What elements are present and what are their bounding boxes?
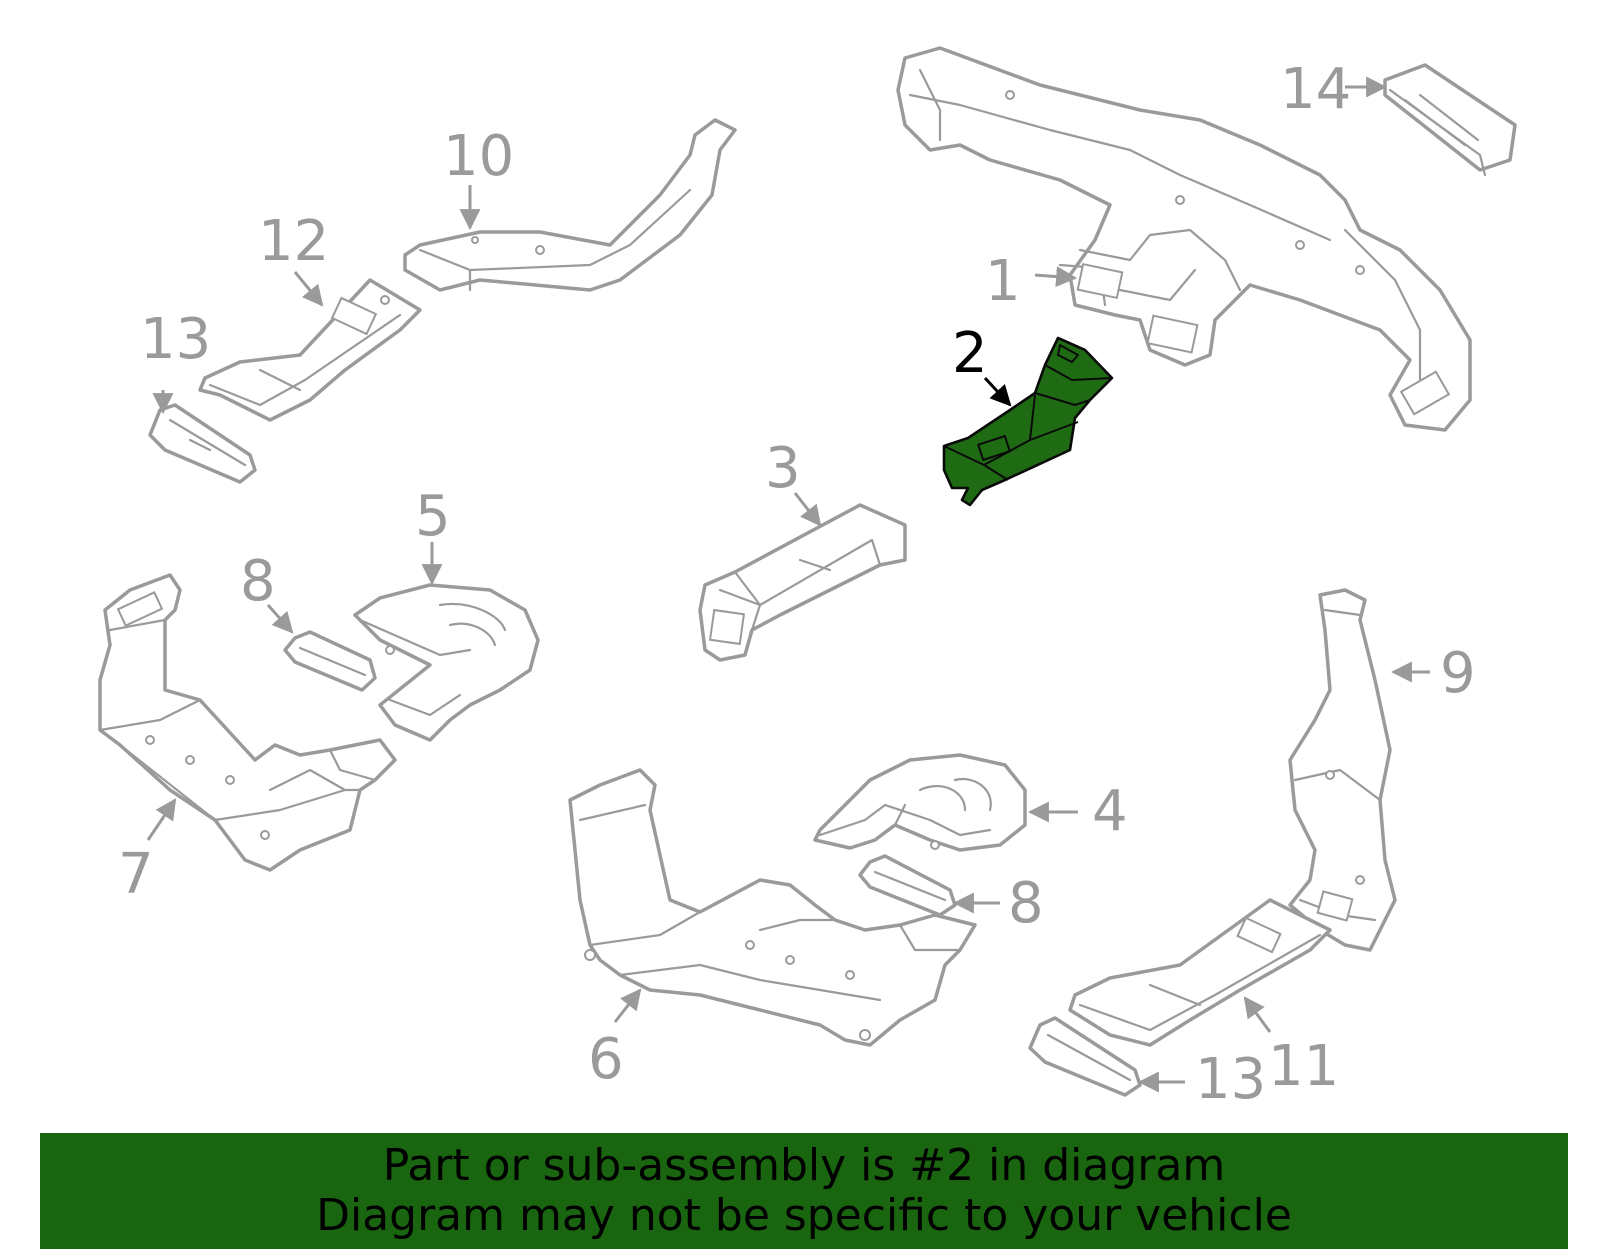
part-8-vent-left[interactable]: [283, 630, 377, 692]
banner-line-1: Part or sub-assembly is #2 in diagram: [382, 1140, 1226, 1191]
parts-diagram: 1 2 3 4 5 6 7 8 8 9 10 11 12 13 13 14: [98, 46, 1517, 1112]
arrow-3: [793, 492, 822, 527]
part-11-duct[interactable]: [1068, 898, 1332, 1047]
label-8-left: 8: [240, 549, 276, 614]
arrow-8a: [266, 604, 294, 634]
part-10-duct[interactable]: [403, 118, 737, 292]
label-6: 6: [588, 1027, 624, 1092]
label-7: 7: [118, 842, 154, 907]
part-4-duct[interactable]: [813, 753, 1027, 852]
label-4: 4: [1092, 779, 1128, 844]
label-2: 2: [952, 321, 988, 386]
part-13-vent-top[interactable]: [148, 403, 257, 484]
part-12-duct[interactable]: [198, 278, 422, 422]
part-7-duct[interactable]: [98, 573, 397, 872]
label-14: 14: [1280, 57, 1351, 122]
label-9: 9: [1440, 641, 1476, 706]
arrow-1: [1034, 266, 1078, 288]
label-1: 1: [985, 249, 1021, 314]
label-10: 10: [443, 124, 514, 189]
info-banner: Part or sub-assembly is #2 in diagram Di…: [40, 1133, 1568, 1249]
part-9-duct[interactable]: [1288, 588, 1397, 952]
label-13-top: 13: [140, 307, 211, 372]
arrow-6: [613, 988, 642, 1023]
label-8-right: 8: [1008, 871, 1044, 936]
banner-line-2: Diagram may not be specific to your vehi…: [316, 1190, 1292, 1241]
label-11: 11: [1268, 1034, 1339, 1099]
part-13-vent-bottom[interactable]: [1028, 1016, 1142, 1097]
part-6-duct[interactable]: [568, 768, 977, 1047]
arrow-11: [1243, 996, 1272, 1033]
label-3: 3: [765, 436, 801, 501]
arrow-12: [293, 271, 324, 307]
part-8-vent-right[interactable]: [858, 854, 957, 917]
arrow-2: [983, 376, 1012, 407]
part-3-duct[interactable]: [698, 503, 907, 662]
part-1-main-duct[interactable]: [896, 46, 1472, 432]
part-5-duct[interactable]: [353, 583, 540, 742]
label-13-bottom: 13: [1195, 1047, 1266, 1112]
label-5: 5: [415, 484, 451, 549]
arrow-7: [146, 798, 177, 841]
part-2-highlighted-duct[interactable]: [942, 336, 1114, 507]
label-12: 12: [258, 209, 329, 274]
part-14-vent[interactable]: [1383, 63, 1517, 177]
